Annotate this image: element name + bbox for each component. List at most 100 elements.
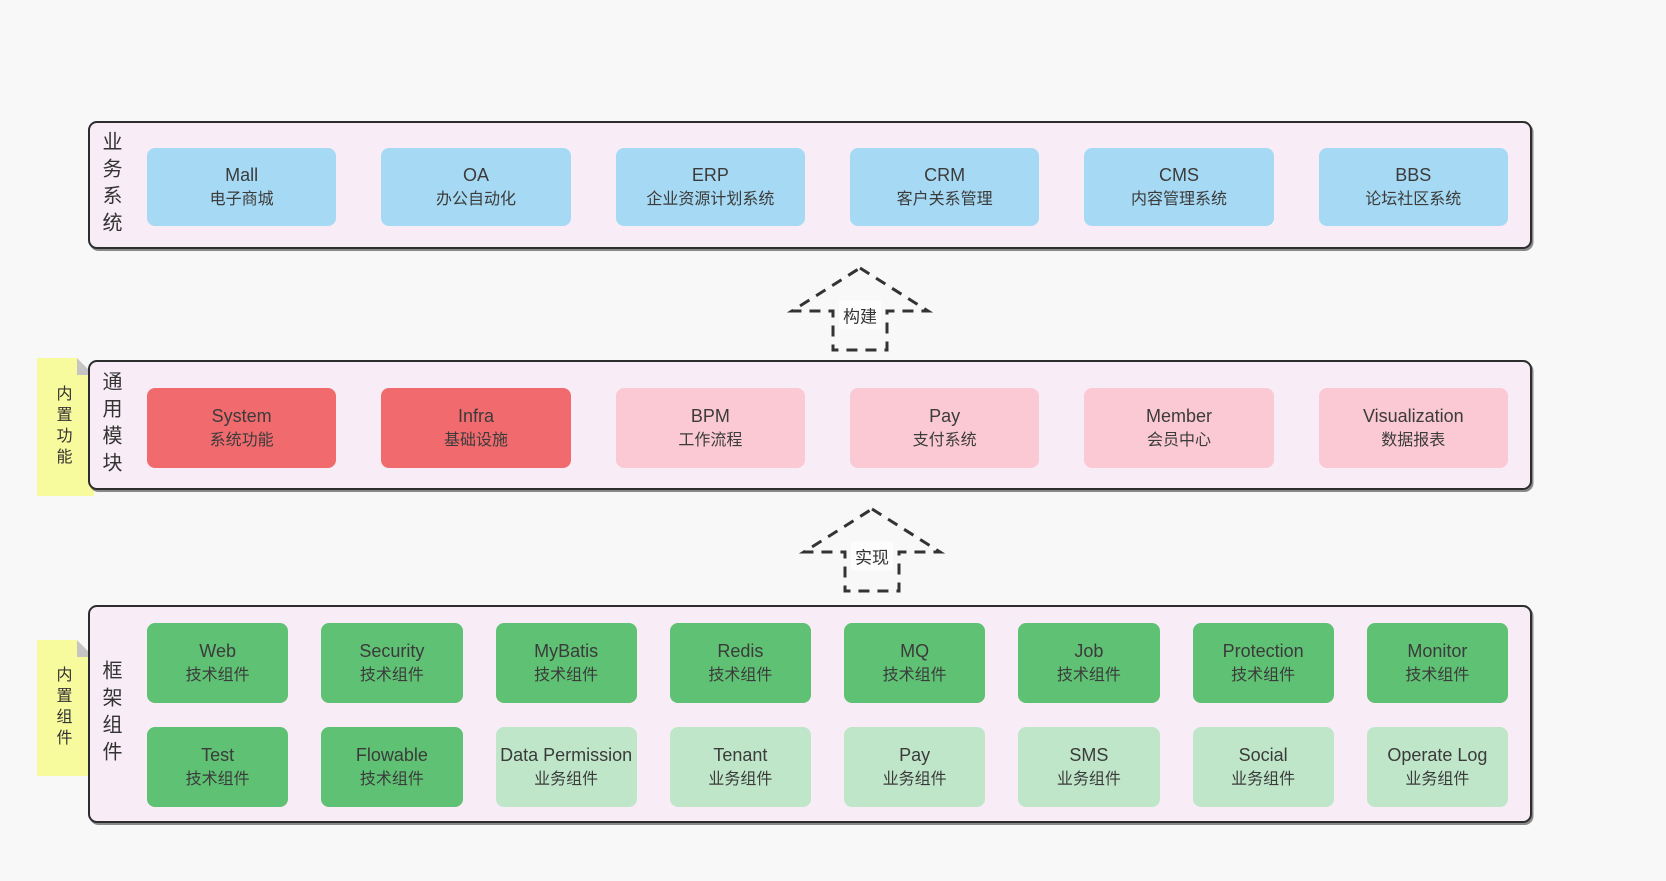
box-subtitle: 客户关系管理 bbox=[896, 191, 993, 209]
box-member: Member 会员中心 bbox=[1084, 388, 1274, 468]
box-operate-log: Operate Log 业务组件 bbox=[1366, 727, 1508, 807]
box-title: Mall bbox=[225, 165, 259, 186]
common-modules-row: System 系统功能 Infra 基础设施 BPM 工作流程 Pay 支付系统… bbox=[147, 388, 1508, 468]
box-subtitle: 技术组件 bbox=[359, 667, 424, 685]
box-title: Web bbox=[199, 641, 236, 662]
box-subtitle: 基础设施 bbox=[443, 432, 508, 450]
box-pay-system: Pay 支付系统 bbox=[849, 388, 1040, 468]
box-title: Infra bbox=[457, 406, 494, 427]
box-infra: Infra 基础设施 bbox=[381, 388, 571, 468]
box-title: Redis bbox=[717, 641, 764, 662]
box-subtitle: 系统功能 bbox=[209, 432, 274, 450]
box-title: OA bbox=[462, 165, 489, 186]
box-title: Data Permission bbox=[500, 745, 633, 766]
framework-components-label: 框架组件 bbox=[99, 660, 121, 768]
box-subtitle: 技术组件 bbox=[1231, 667, 1296, 685]
box-mq: MQ 技术组件 bbox=[844, 623, 986, 703]
box-subtitle: 技术组件 bbox=[534, 667, 599, 685]
box-title: Tenant bbox=[713, 745, 768, 766]
box-bpm: BPM 工作流程 bbox=[615, 388, 805, 468]
common-modules-panel: 通用模块 System 系统功能 Infra 基础设施 BPM 工作流程 Pay… bbox=[88, 360, 1532, 490]
box-subtitle: 业务组件 bbox=[1405, 771, 1470, 789]
box-tenant: Tenant 业务组件 bbox=[669, 727, 811, 807]
box-visualization: Visualization 数据报表 bbox=[1318, 388, 1508, 468]
box-title: Test bbox=[201, 745, 235, 766]
box-title: CRM bbox=[924, 165, 966, 186]
box-subtitle: 技术组件 bbox=[708, 667, 773, 685]
box-flowable: Flowable 技术组件 bbox=[321, 727, 463, 807]
box-oa: OA 办公自动化 bbox=[381, 148, 571, 226]
build-arrow: 构建 bbox=[785, 264, 935, 354]
box-subtitle: 技术组件 bbox=[185, 771, 250, 789]
framework-components-panel: 框架组件 Web 技术组件 Security 技术组件 MyBatis 技术组件… bbox=[88, 605, 1532, 823]
business-systems-row: Mall 电子商城 OA 办公自动化 ERP 企业资源计划系统 CRM 客户关系… bbox=[147, 148, 1508, 226]
box-web: Web 技术组件 bbox=[147, 623, 289, 703]
box-subtitle: 工作流程 bbox=[678, 432, 743, 450]
box-title: Security bbox=[359, 641, 425, 662]
box-test: Test 技术组件 bbox=[147, 727, 289, 807]
box-subtitle: 办公自动化 bbox=[435, 191, 516, 209]
box-subtitle: 业务组件 bbox=[1056, 771, 1121, 789]
up-arrow-icon bbox=[798, 507, 946, 593]
box-title: MyBatis bbox=[534, 641, 599, 662]
box-title: Visualization bbox=[1362, 406, 1464, 427]
box-title: Monitor bbox=[1407, 641, 1468, 662]
implement-arrow: 实现 bbox=[797, 505, 947, 595]
box-title: Member bbox=[1145, 406, 1212, 427]
up-arrow-icon bbox=[786, 266, 934, 352]
business-systems-label: 业务系统 bbox=[99, 131, 121, 239]
box-sms: SMS 业务组件 bbox=[1018, 727, 1160, 807]
box-bbs: BBS 论坛社区系统 bbox=[1318, 148, 1508, 226]
implement-arrow-label: 实现 bbox=[851, 541, 893, 571]
sticky-note-label: 内置功能 bbox=[53, 385, 71, 469]
box-subtitle: 业务组件 bbox=[708, 771, 773, 789]
box-cms: CMS 内容管理系统 bbox=[1084, 148, 1274, 226]
box-mybatis: MyBatis 技术组件 bbox=[495, 623, 637, 703]
box-data-permission: Data Permission 业务组件 bbox=[495, 727, 637, 807]
box-subtitle: 业务组件 bbox=[1231, 771, 1296, 789]
box-subtitle: 技术组件 bbox=[359, 771, 424, 789]
box-security: Security 技术组件 bbox=[321, 623, 463, 703]
box-title: Job bbox=[1074, 641, 1104, 662]
box-title: System bbox=[211, 406, 272, 427]
box-erp: ERP 企业资源计划系统 bbox=[615, 148, 805, 226]
box-monitor: Monitor 技术组件 bbox=[1366, 623, 1508, 703]
box-mall: Mall 电子商城 bbox=[147, 148, 337, 226]
box-title: Flowable bbox=[355, 745, 428, 766]
box-title: CMS bbox=[1158, 165, 1199, 186]
box-title: ERP bbox=[691, 165, 729, 186]
box-job: Job 技术组件 bbox=[1018, 623, 1160, 703]
sticky-note-built-in-components: 内置组件 bbox=[37, 640, 94, 776]
box-subtitle: 支付系统 bbox=[912, 432, 977, 450]
box-protection: Protection 技术组件 bbox=[1192, 623, 1334, 703]
box-title: BPM bbox=[690, 406, 730, 427]
box-system: System 系统功能 bbox=[147, 388, 337, 468]
box-subtitle: 业务组件 bbox=[882, 771, 947, 789]
common-modules-label: 通用模块 bbox=[99, 371, 121, 479]
box-social: Social 业务组件 bbox=[1192, 727, 1334, 807]
box-subtitle: 技术组件 bbox=[1405, 667, 1470, 685]
box-title: MQ bbox=[900, 641, 930, 662]
box-subtitle: 内容管理系统 bbox=[1130, 191, 1227, 209]
framework-components-row-2: Test 技术组件 Flowable 技术组件 Data Permission … bbox=[147, 727, 1508, 807]
box-title: BBS bbox=[1395, 165, 1432, 186]
box-title: Pay bbox=[929, 406, 961, 427]
box-subtitle: 企业资源计划系统 bbox=[646, 191, 775, 209]
sticky-note-built-in-features: 内置功能 bbox=[37, 358, 94, 496]
business-systems-panel: 业务系统 Mall 电子商城 OA 办公自动化 ERP 企业资源计划系统 CRM… bbox=[88, 121, 1532, 249]
box-subtitle: 技术组件 bbox=[185, 667, 250, 685]
box-subtitle: 数据报表 bbox=[1381, 432, 1446, 450]
box-crm: CRM 客户关系管理 bbox=[849, 148, 1040, 226]
box-pay-component: Pay 业务组件 bbox=[844, 727, 986, 807]
sticky-note-label: 内置组件 bbox=[53, 666, 71, 750]
box-subtitle: 技术组件 bbox=[1056, 667, 1121, 685]
box-subtitle: 论坛社区系统 bbox=[1365, 191, 1462, 209]
box-title: Operate Log bbox=[1387, 745, 1488, 766]
box-title: Pay bbox=[899, 745, 931, 766]
build-arrow-label: 构建 bbox=[839, 300, 881, 330]
box-subtitle: 业务组件 bbox=[534, 771, 599, 789]
box-redis: Redis 技术组件 bbox=[669, 623, 811, 703]
box-subtitle: 电子商城 bbox=[209, 191, 274, 209]
box-title: Social bbox=[1238, 745, 1288, 766]
box-subtitle: 技术组件 bbox=[882, 667, 947, 685]
